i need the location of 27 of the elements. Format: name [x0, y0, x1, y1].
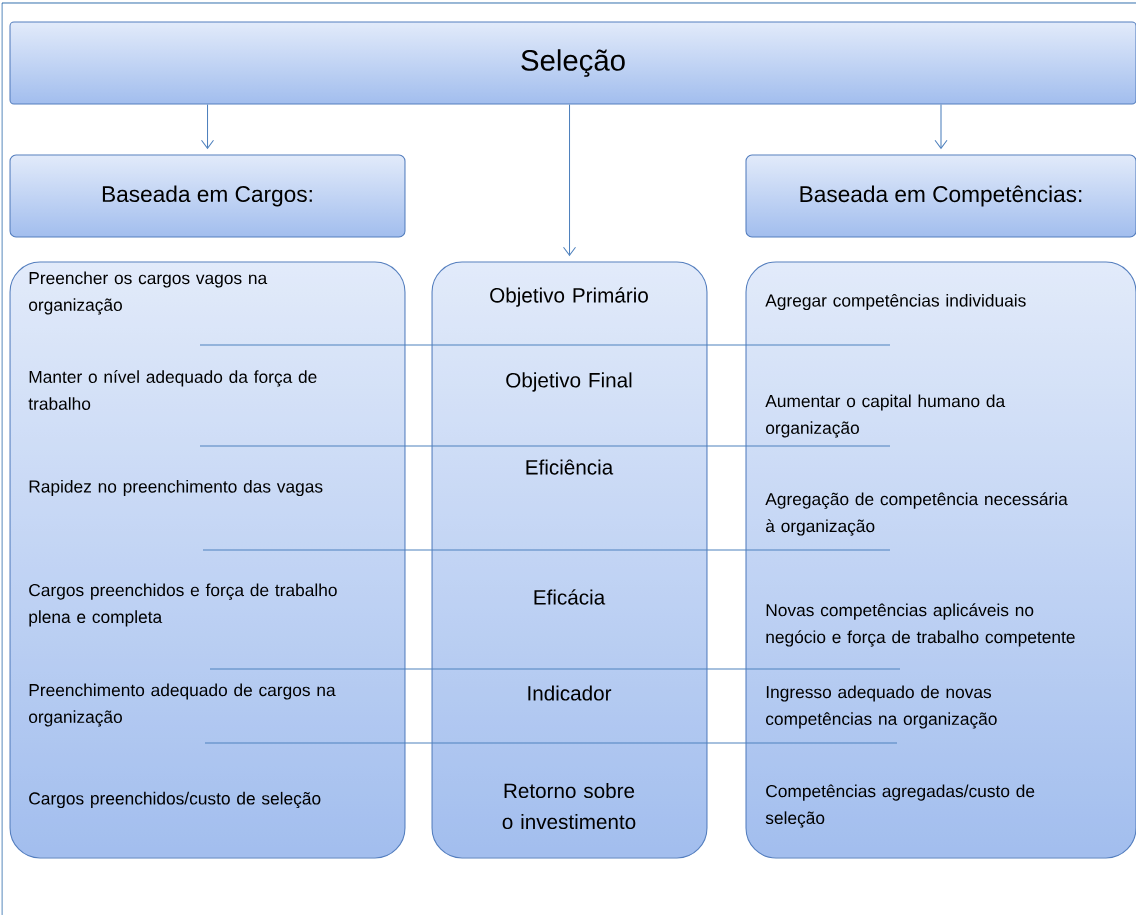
column-box [431, 261, 708, 859]
title-band: Seleção [9, 21, 1136, 105]
header-box: Baseada em Cargos: [9, 154, 406, 238]
column-label: Indicador [528, 685, 612, 701]
item-text: Cargos preenchidos e força de trabalho plena e completa [29, 583, 337, 627]
item-text: Rapidez no preenchimento das vagas [29, 479, 323, 497]
column-label: Retorno sobre o investimento [502, 782, 636, 830]
column-box [745, 261, 1136, 859]
column-box [9, 261, 406, 859]
item-text: Manter o nível adequado da força de trabalho [28, 370, 317, 410]
arrow [562, 104, 577, 257]
column-label: Objetivo Final [506, 372, 632, 392]
item-text: Ingresso adequado de novas competências na organização [766, 685, 997, 729]
column-label: Eficácia [534, 589, 606, 605]
item-text: Agregar competências individuais [765, 293, 1026, 311]
arrow [200, 104, 215, 150]
column-label: Objetivo Primário [490, 287, 648, 307]
arrow [934, 104, 948, 150]
item-text: Agregação de competência necessária à organização [765, 492, 1068, 536]
item-text: Novas competências aplicáveis no negócio e força de trabalho competente [766, 603, 1075, 647]
item-text: Cargos preenchidos/custo de seleção [29, 791, 321, 809]
item-text: Aumentar o capital humano da organização [765, 394, 1006, 438]
item-text: Preenchimento adequado de cargos na organização [29, 683, 336, 727]
header-box: Baseada em Competências: [745, 154, 1136, 238]
column-label: Eficiência [526, 459, 614, 475]
item-text: Competências agregadas/custo de seleção [765, 784, 1035, 828]
item-text: Preencher os cargos vagos na organização [29, 271, 268, 315]
